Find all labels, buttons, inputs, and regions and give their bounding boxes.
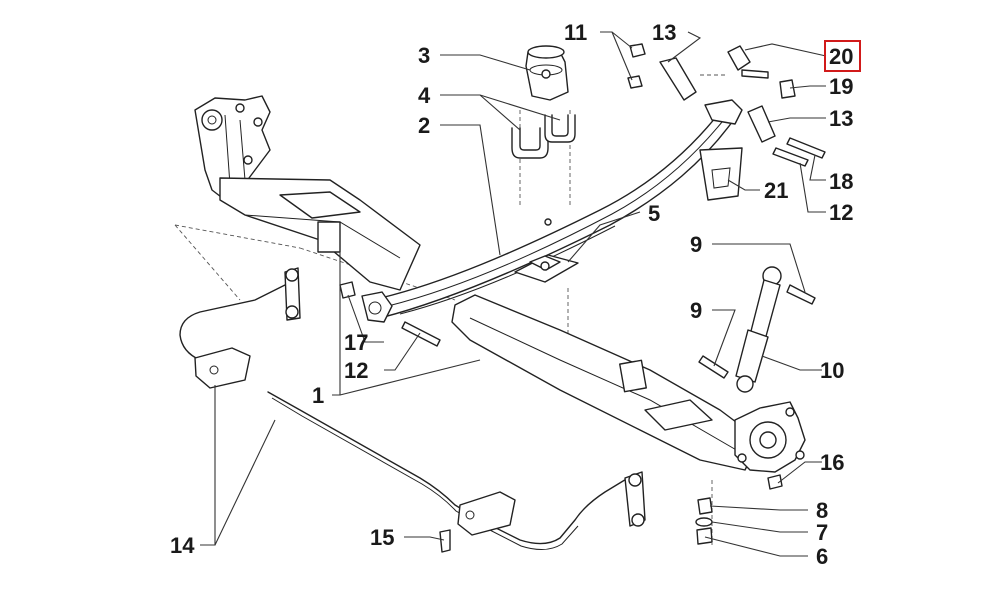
anti-roll-bar xyxy=(179,284,629,550)
right-wheel-hub xyxy=(734,401,806,473)
bump-stop xyxy=(525,45,569,101)
stabilizer-brackets xyxy=(194,347,516,536)
callout-9-upper[interactable]: 9 xyxy=(690,232,702,257)
left-wheel-hub xyxy=(194,95,271,201)
callout-1[interactable]: 1 xyxy=(312,383,324,408)
u-bolts xyxy=(511,114,576,159)
callout-16[interactable]: 16 xyxy=(820,450,844,475)
callout-12-right[interactable]: 12 xyxy=(829,200,853,225)
hardware xyxy=(339,43,826,553)
callout-19[interactable]: 19 xyxy=(829,74,853,99)
leader-lines xyxy=(200,31,827,557)
callout-5[interactable]: 5 xyxy=(648,201,660,226)
callout-3[interactable]: 3 xyxy=(418,43,430,68)
callout-15[interactable]: 15 xyxy=(370,525,394,550)
callout-12-left[interactable]: 12 xyxy=(344,358,368,383)
callout-10[interactable]: 10 xyxy=(820,358,844,383)
drop-links xyxy=(284,267,646,527)
callout-7[interactable]: 7 xyxy=(816,520,828,545)
callout-21[interactable]: 21 xyxy=(764,178,788,203)
callout-8[interactable]: 8 xyxy=(816,498,828,523)
spring-plate xyxy=(514,254,579,283)
callout-13-right[interactable]: 13 xyxy=(829,106,853,131)
lower-axle-beam xyxy=(451,294,761,471)
callout-2[interactable]: 2 xyxy=(418,113,430,138)
callout-9-lower[interactable]: 9 xyxy=(690,298,702,323)
callout-labels: 3 4 2 5 11 13 20 19 13 18 12 21 9 9 10 1… xyxy=(170,20,853,569)
callout-13-top[interactable]: 13 xyxy=(652,20,676,45)
callout-6[interactable]: 6 xyxy=(816,544,828,569)
callout-17[interactable]: 17 xyxy=(344,330,368,355)
callout-11[interactable]: 11 xyxy=(564,20,587,45)
callout-20[interactable]: 20 xyxy=(829,44,853,69)
upper-axle-beam xyxy=(219,177,421,291)
callout-18[interactable]: 18 xyxy=(829,169,853,194)
callout-4[interactable]: 4 xyxy=(418,83,431,108)
callout-20-highlight xyxy=(824,40,861,72)
shock-absorber xyxy=(735,266,782,393)
callout-14[interactable]: 14 xyxy=(170,533,195,558)
leaf-spring xyxy=(361,99,743,323)
